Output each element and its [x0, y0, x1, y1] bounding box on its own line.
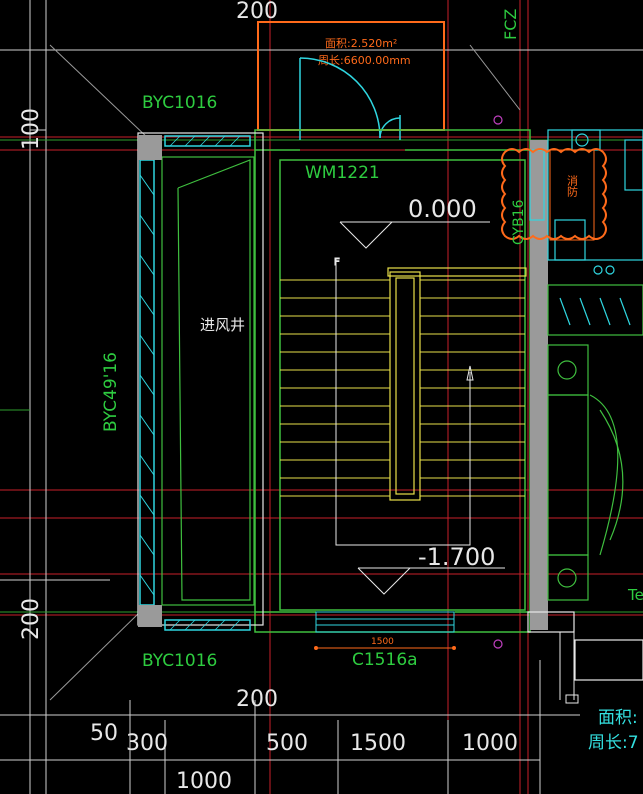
- shaft-label: 进风井: [200, 316, 245, 334]
- level-0-label: 0.000: [408, 195, 477, 223]
- c1516-label: C1516a: [352, 650, 418, 670]
- byc1016-top-label: BYC1016: [142, 93, 217, 113]
- dim-top: 200: [236, 0, 278, 24]
- dim-500: 500: [266, 731, 308, 756]
- right-fixtures: [547, 129, 643, 681]
- up-mark: F: [334, 257, 340, 268]
- column-bottom-left: [138, 605, 162, 627]
- wm1221-label: WM1221: [305, 163, 380, 183]
- dim-left-200: 200: [19, 598, 44, 640]
- stair-treads: [280, 279, 525, 497]
- byc1016-bottom-label: BYC1016: [142, 651, 217, 671]
- window-c1516: [315, 611, 455, 633]
- fire-box-label: 消防: [566, 174, 579, 198]
- column-top-left: [138, 135, 162, 160]
- diagonal-lines: [49, 44, 521, 701]
- dim-50: 50: [90, 721, 118, 746]
- dim-1500: 1500: [350, 731, 406, 756]
- area-label-top: 面积:2.520m²: [325, 37, 397, 50]
- right-wall: [527, 140, 579, 704]
- magenta-markers: [493, 115, 503, 649]
- level-marks: [339, 221, 505, 595]
- dim-mid-200: 200: [236, 687, 278, 712]
- fcz-label: FCZ: [501, 9, 520, 40]
- dim-1000-right: 1000: [462, 731, 518, 756]
- air-shaft: 进风井: [137, 132, 264, 631]
- perimeter-label-right: 周长:7: [588, 733, 639, 753]
- byc4916-label: BYC49'16: [101, 352, 121, 432]
- cyb16-label: CYB16: [511, 199, 527, 245]
- stair-arrows: F: [334, 257, 474, 546]
- area-label-right: 面积:: [598, 708, 638, 728]
- level-neg-label: -1.700: [418, 543, 495, 571]
- te-label: Te: [627, 586, 643, 604]
- c1516-dimension: 1500: [314, 637, 456, 650]
- dim-300: 300: [126, 731, 168, 756]
- door-wm1221: [299, 57, 401, 140]
- perimeter-label-top: 周长:6600.00mm: [318, 54, 411, 67]
- dim-left-100: 100: [19, 108, 44, 150]
- dim-1000-bottom: 1000: [176, 769, 232, 794]
- fire-cloud-box: 消防: [501, 148, 607, 241]
- c1516-small-dim: 1500: [371, 637, 394, 647]
- stair-handrail: [387, 267, 527, 501]
